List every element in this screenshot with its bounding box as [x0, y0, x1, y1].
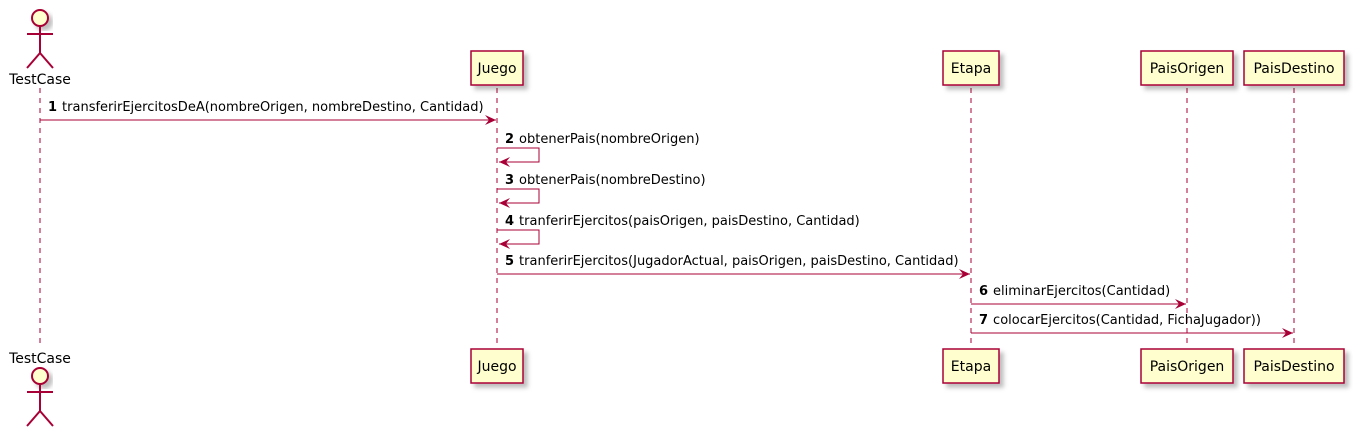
participant-label-top: TestCase [8, 72, 71, 88]
participant-box [1243, 348, 1345, 384]
actor-leg-right [39, 52, 54, 69]
message-2: 2 obtenerPais(nombreOrigen) [497, 132, 700, 167]
participant-label: PaisDestino [1253, 359, 1334, 375]
message-number: 4 [505, 214, 514, 229]
participant-box [1140, 348, 1234, 384]
participant-etapa-top: Etapa [942, 50, 1000, 86]
participant-juego-bottom: Juego [470, 348, 524, 384]
message-arrow [497, 188, 540, 208]
actor-head [31, 367, 49, 385]
message-number: 6 [979, 284, 988, 299]
participant-juego-top: Juego [470, 50, 524, 86]
message-7: 7 colocarEjercitos(Cantidad, FichaJugador… [971, 313, 1293, 338]
participant-label: PaisOrigen [1150, 359, 1225, 375]
participant-label: Juego [476, 359, 516, 375]
participant-label: PaisOrigen [1150, 61, 1225, 77]
message-1: 1 transferirEjercitosDeA(nombreOrigen, no… [40, 100, 496, 125]
actor-head [31, 9, 49, 27]
participant-label: Etapa [951, 359, 991, 375]
message-arrow [497, 147, 540, 167]
message-number: 1 [48, 100, 57, 115]
message-number: 2 [505, 132, 514, 147]
actor-testcase-top [26, 9, 54, 69]
message-5: 5 tranferirEjercitos(JugadorActual, paisO… [497, 254, 970, 279]
message-text: tranferirEjercitos(JugadorActual, paisOr… [519, 254, 959, 269]
message-label: 6 eliminarEjercitos(Cantidad) [979, 284, 1170, 299]
participant-label-bottom: TestCase [8, 351, 71, 367]
message-4: 4 tranferirEjercitos(paisOrigen, paisDest… [497, 214, 860, 249]
participant-label: Juego [476, 61, 516, 77]
actor-leg-left [26, 410, 41, 427]
message-label: 7 colocarEjercitos(Cantidad, FichaJugador… [979, 313, 1261, 328]
message-number: 3 [505, 173, 514, 188]
participant-box [942, 50, 1000, 86]
message-label: 4 tranferirEjercitos(paisOrigen, paisDest… [505, 214, 860, 229]
participant-label: PaisDestino [1253, 61, 1334, 77]
actor-leg-right [39, 410, 54, 427]
message-label: 5 tranferirEjercitos(JugadorActual, paisO… [505, 254, 959, 269]
message-number: 5 [505, 254, 514, 269]
participant-box [942, 348, 1000, 384]
message-arrow [497, 229, 540, 249]
message-text: obtenerPais(nombreOrigen) [519, 132, 699, 147]
participant-paisdestino-top: PaisDestino [1243, 50, 1345, 86]
participant-etapa-bottom: Etapa [942, 348, 1000, 384]
message-text: transferirEjercitosDeA(nombreOrigen, nom… [62, 100, 484, 115]
participant-paisorigen-bottom: PaisOrigen [1140, 348, 1234, 384]
message-6: 6 eliminarEjercitos(Cantidad) [971, 284, 1186, 309]
message-text: obtenerPais(nombreDestino) [519, 173, 705, 188]
message-3: 3 obtenerPais(nombreDestino) [497, 173, 706, 208]
participant-label: Etapa [951, 61, 991, 77]
participant-box [470, 50, 524, 86]
message-number: 7 [979, 313, 988, 328]
participant-box [470, 348, 524, 384]
participant-paisorigen-top: PaisOrigen [1140, 50, 1234, 86]
message-text: tranferirEjercitos(paisOrigen, paisDesti… [519, 214, 860, 229]
message-text: eliminarEjercitos(Cantidad) [993, 284, 1170, 299]
actor-testcase-bottom [26, 367, 54, 427]
participant-box [1140, 50, 1234, 86]
participant-paisdestino-bottom: PaisDestino [1243, 348, 1345, 384]
message-label: 2 obtenerPais(nombreOrigen) [505, 132, 700, 147]
participant-box [1243, 50, 1345, 86]
message-label: 1 transferirEjercitosDeA(nombreOrigen, no… [48, 100, 484, 115]
actor-leg-left [26, 52, 41, 69]
message-text: colocarEjercitos(Cantidad, FichaJugador)… [993, 313, 1261, 328]
message-label: 3 obtenerPais(nombreDestino) [505, 173, 706, 188]
